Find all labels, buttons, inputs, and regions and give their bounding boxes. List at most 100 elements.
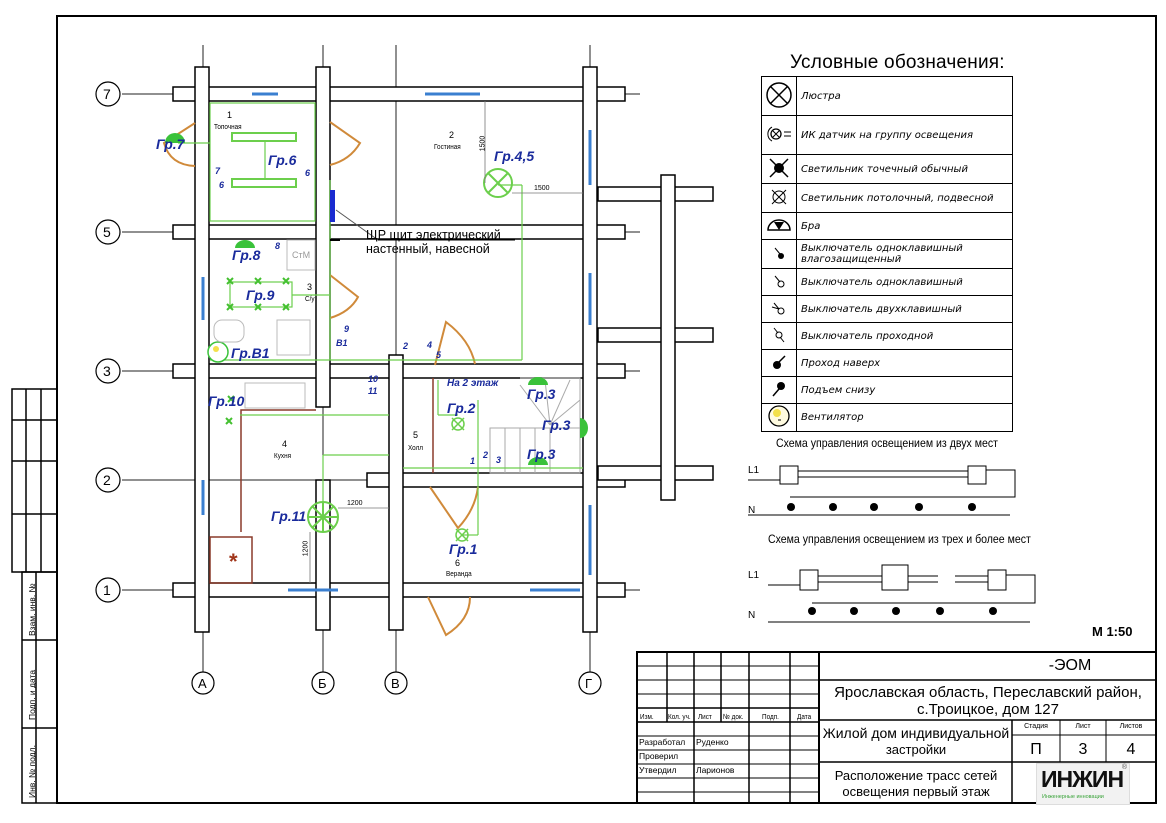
group-label: Гр.1 bbox=[449, 541, 478, 557]
axis-label-col: Г bbox=[585, 676, 593, 691]
legend-label: Светильник потолочный, подвесной bbox=[796, 183, 1013, 213]
dimension-label: 1500 bbox=[534, 185, 550, 192]
group-label: Гр.4,5 bbox=[494, 148, 535, 164]
switch-label: 6 bbox=[219, 180, 225, 190]
legend-label: Бра bbox=[796, 212, 1013, 240]
sheets-label: Листов bbox=[1119, 723, 1143, 730]
group-label: Гр.10 bbox=[208, 393, 245, 409]
tb-header: Кол. уч. bbox=[668, 712, 691, 721]
legend-label: Люстра bbox=[796, 76, 1013, 116]
tb-role: Утвердил bbox=[639, 765, 677, 775]
legend-table: Люстра ИК датчик на группу освещения Све… bbox=[761, 76, 1013, 432]
ceiling-light-icon bbox=[455, 528, 469, 542]
room-name: Холл bbox=[408, 443, 424, 452]
scheme-three-places bbox=[768, 564, 1036, 623]
stove-marker: * bbox=[229, 549, 238, 574]
object-line-2: застройки bbox=[885, 742, 947, 757]
scheme-two-title: Схема управления освещением из двух мест bbox=[776, 436, 998, 450]
logo-tagline: Инженерные инновации bbox=[1042, 794, 1104, 800]
side-stamp-label: Взам. инв. № bbox=[27, 583, 37, 636]
switch-label: 2 bbox=[403, 341, 409, 351]
cable-up-icon bbox=[773, 354, 786, 369]
group-label: Гр.3 bbox=[542, 417, 571, 433]
legend-row: ИК датчик на группу освещения bbox=[761, 115, 1013, 155]
scheme-two-places bbox=[748, 465, 1016, 516]
legend-row: Выключатель одноклавишный влагозащищенны… bbox=[761, 239, 1013, 269]
room-number: 2 bbox=[449, 130, 455, 140]
address-line-1: Ярославская область, Переславский район, bbox=[834, 684, 1142, 701]
legend-label: Выключатель двухклавишный bbox=[796, 295, 1013, 323]
group-label: Гр.11 bbox=[271, 508, 307, 524]
axis-label-row: 5 bbox=[103, 224, 111, 240]
switch-single-icon bbox=[774, 275, 785, 287]
group-label: Гр.9 bbox=[246, 287, 275, 303]
doc-code: -ЭОМ bbox=[1048, 657, 1092, 674]
axis-markers bbox=[95, 81, 602, 695]
drawing-scale: М 1:50 bbox=[1092, 624, 1133, 639]
tb-header: Лист bbox=[698, 712, 712, 721]
electrical-panel bbox=[330, 190, 335, 222]
toilet-outline bbox=[213, 319, 245, 343]
group-label: Гр.3 bbox=[527, 386, 556, 402]
legend-label: Подъем снизу bbox=[796, 376, 1013, 404]
stairs bbox=[489, 377, 581, 474]
legend-row: Люстра bbox=[761, 76, 1013, 116]
windows bbox=[201, 92, 592, 592]
sheet-label: Лист bbox=[1075, 723, 1091, 730]
legend-row: Вентилятор bbox=[761, 403, 1013, 432]
legend-row: Светильник точечный обычный bbox=[761, 154, 1013, 184]
legend-label: Выключатель одноклавишный bbox=[796, 268, 1013, 296]
group-label: Гр.7 bbox=[156, 136, 185, 152]
room-number: 6 bbox=[455, 558, 461, 568]
washer-outline bbox=[286, 239, 316, 271]
sheet-title-1: Расположение трасс сетей bbox=[834, 768, 998, 783]
sconce-icon bbox=[165, 133, 185, 143]
walls bbox=[172, 66, 714, 633]
shower-outline bbox=[276, 319, 311, 356]
spot-light-icon bbox=[769, 157, 789, 178]
axis-label-col: А bbox=[198, 676, 207, 691]
switch-double-icon bbox=[771, 302, 785, 314]
fixtures bbox=[165, 132, 588, 542]
legend-row: Светильник потолочный, подвесной bbox=[761, 183, 1013, 213]
side-stamp-label: Инв. № подл. bbox=[27, 745, 37, 798]
axis-label-row: 1 bbox=[103, 582, 111, 598]
side-stamp-label: Подп. и дата bbox=[27, 669, 37, 720]
axis-label-row: 3 bbox=[103, 363, 111, 379]
doors bbox=[162, 121, 479, 637]
axis-label-row: 2 bbox=[103, 472, 111, 488]
switch-label: 8 bbox=[275, 241, 281, 251]
switch-label: В1 bbox=[336, 338, 348, 348]
switch-label: 1 bbox=[470, 456, 476, 466]
tb-header: Изм. bbox=[640, 712, 654, 721]
side-stamp-frame bbox=[11, 388, 58, 804]
room-name: Веранда bbox=[446, 569, 472, 578]
scheme-three-title: Схема управления освещением из трех и бо… bbox=[768, 532, 1031, 546]
room-number: 4 bbox=[282, 439, 288, 449]
tb-role: Проверил bbox=[639, 751, 679, 761]
stair-note: На 2 этаж bbox=[447, 378, 499, 389]
tb-role: Разработал bbox=[639, 737, 686, 747]
legend-row: Подъем снизу bbox=[761, 376, 1013, 404]
panel-note-2: настенный, навесной bbox=[366, 242, 490, 256]
sconce-icon bbox=[528, 377, 548, 385]
stage-label: Стадия bbox=[1024, 723, 1048, 730]
room-number: 5 bbox=[413, 430, 419, 440]
washer-label: СтМ bbox=[292, 250, 311, 260]
switch-label: 2 bbox=[483, 450, 489, 460]
legend-title: Условные обозначения: bbox=[790, 52, 1005, 73]
switch-passthrough-icon bbox=[773, 327, 785, 342]
switch-label: 11 bbox=[368, 386, 378, 396]
axis-label-col: Б bbox=[318, 676, 327, 691]
tb-name: Ларионов bbox=[696, 765, 735, 775]
tb-header: Дата bbox=[797, 712, 812, 721]
legend-label: Светильник точечный обычный bbox=[796, 154, 1013, 184]
registered-icon: ® bbox=[1121, 764, 1127, 771]
room-name: Гостиная bbox=[434, 142, 461, 151]
switch-label: 5 bbox=[436, 350, 442, 360]
sconce-icon bbox=[528, 457, 548, 465]
scheme-lamps bbox=[787, 503, 997, 615]
sheets-value: 4 bbox=[1126, 741, 1136, 758]
